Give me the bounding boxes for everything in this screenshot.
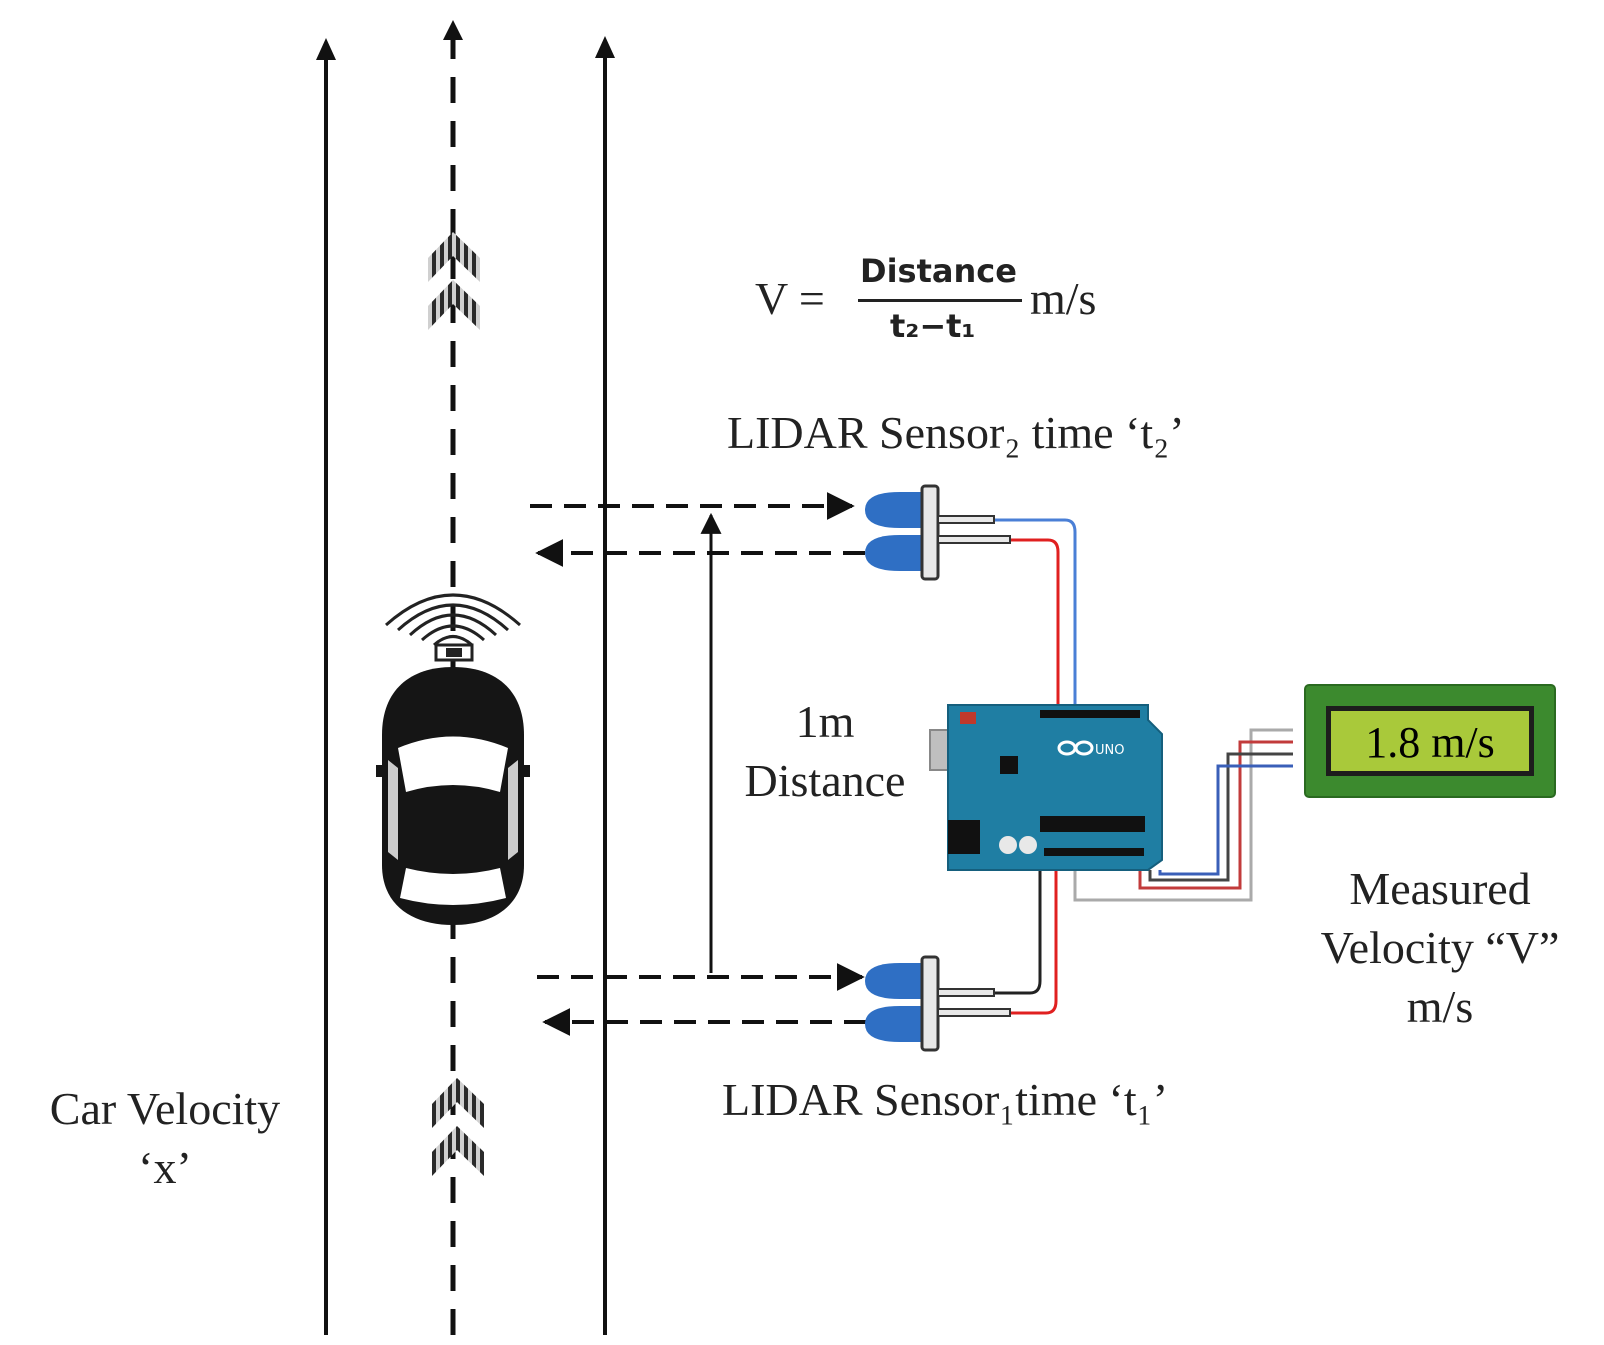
distance-label-value: 1m xyxy=(795,696,855,747)
wire-red-sensor1 xyxy=(1010,870,1058,1015)
lane-chevron-lower xyxy=(432,1078,484,1176)
measured-velocity-label: Measured Velocity “V” m/s xyxy=(1290,862,1590,1033)
formula-denominator: t₂−t₁ xyxy=(890,307,976,345)
sensor2-label: LIDAR Sensor₂ time ‘t₂’ xyxy=(727,407,1185,458)
wire-lcd-gray xyxy=(1073,728,1293,902)
distance-label: 1m Distance xyxy=(720,695,930,807)
road-right-arrowhead xyxy=(595,36,615,58)
sensor1-label: LIDAR Sensor₁time ‘t₁’ xyxy=(722,1074,1169,1125)
lidar-beams-sensor1 xyxy=(537,963,866,1036)
formula-numerator: Distance xyxy=(860,252,1017,290)
wires xyxy=(993,518,1293,1015)
wire-lcd-dark xyxy=(1148,752,1293,882)
road-center-arrowhead xyxy=(443,20,463,40)
formula-fraction-bar xyxy=(858,299,1022,302)
measured-label-line2: Velocity “V” xyxy=(1320,922,1560,973)
wire-lcd-blue xyxy=(1158,764,1293,876)
radio-waves-icon xyxy=(384,593,522,647)
wire-red-sensor2 xyxy=(1010,538,1060,710)
board-logo-text: UNO xyxy=(1095,743,1124,758)
lcd-module-icon: 1.8 m/s xyxy=(1304,684,1556,798)
car-icon xyxy=(376,593,530,925)
wire-blue-sensor2 xyxy=(993,518,1077,710)
lidar-sensor-1-icon xyxy=(865,955,1011,1052)
wire-lcd-red xyxy=(1138,740,1293,890)
distance-label-text: Distance xyxy=(744,755,906,806)
car-velocity-label-symbol: ‘x’ xyxy=(138,1142,192,1193)
lcd-display-text: 1.8 m/s xyxy=(1365,718,1495,767)
car-velocity-label: Car Velocity ‘x’ xyxy=(10,1082,320,1194)
formula-lhs: V = xyxy=(755,273,825,324)
arduino-logo-icon xyxy=(1057,740,1094,756)
lane-chevron-upper xyxy=(428,232,480,330)
road-left-arrowhead xyxy=(316,38,336,60)
wire-black-sensor1 xyxy=(993,870,1042,995)
lidar-beams-sensor2 xyxy=(530,492,865,567)
car-velocity-label-text: Car Velocity xyxy=(49,1083,281,1134)
arduino-board-icon: UNO xyxy=(929,704,1163,871)
formula-unit: m/s xyxy=(1030,273,1097,324)
lidar-sensor-2-icon xyxy=(865,484,1011,581)
measured-label-line1: Measured xyxy=(1349,863,1531,914)
measured-label-line3: m/s xyxy=(1406,981,1474,1032)
